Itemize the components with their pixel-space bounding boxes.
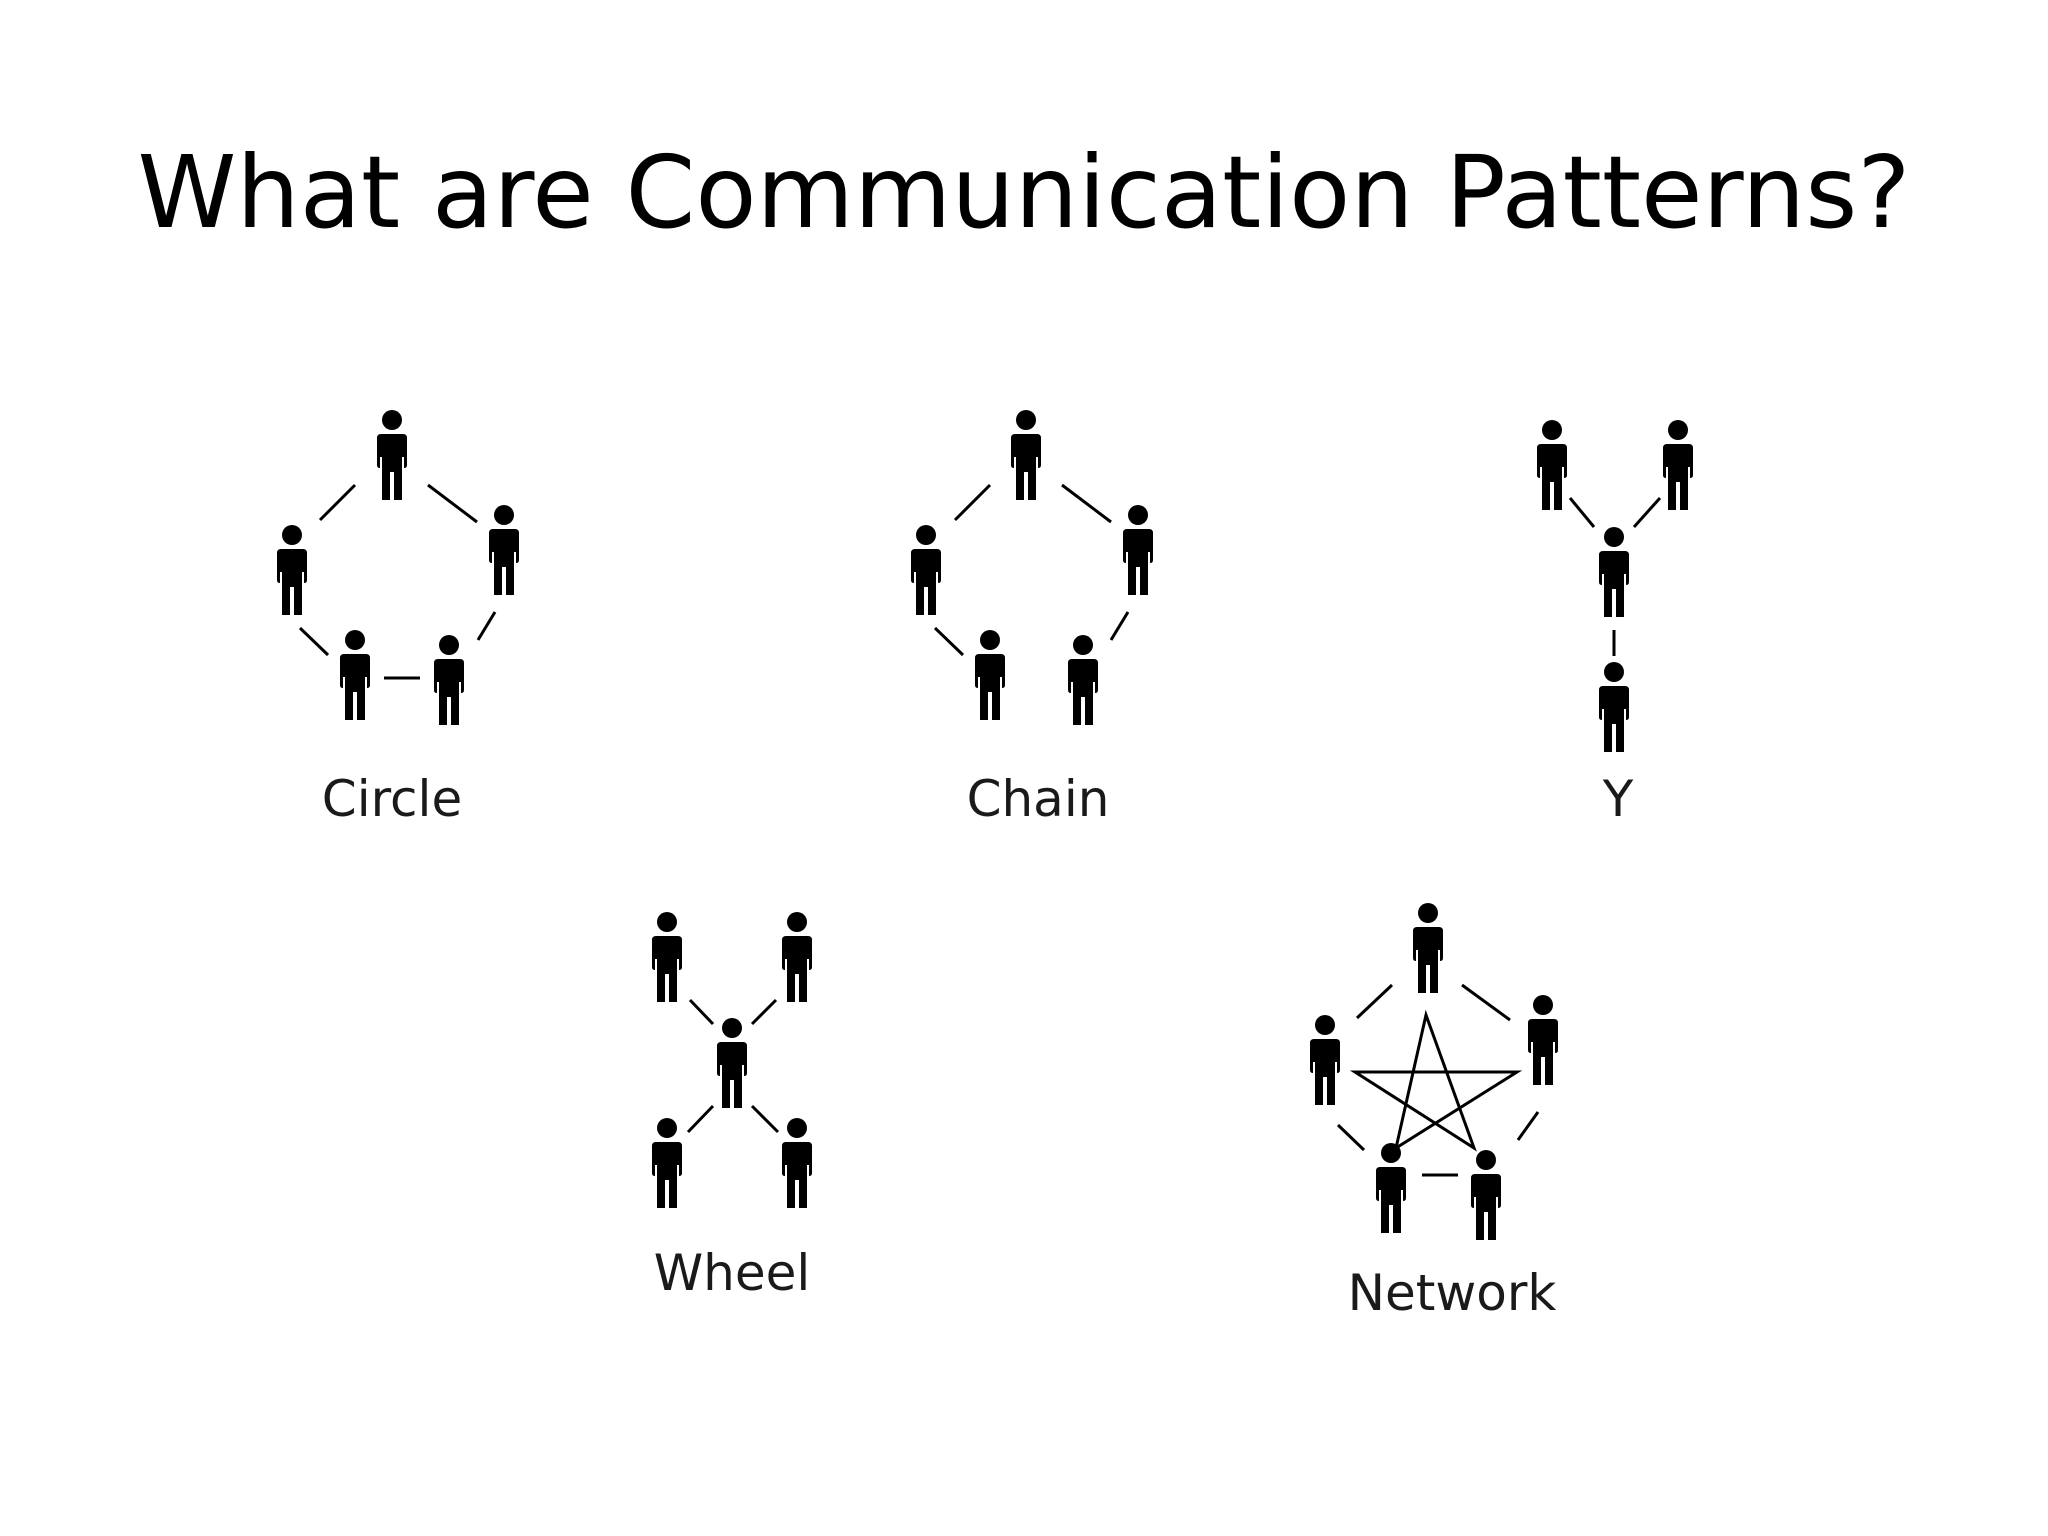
link-line	[953, 483, 992, 522]
link-line	[933, 626, 965, 657]
person-icon	[277, 525, 307, 615]
link-line	[298, 626, 330, 657]
link-line	[1568, 497, 1596, 528]
link-line	[686, 1104, 715, 1134]
person-icon	[782, 1118, 812, 1208]
person-icon	[340, 630, 370, 720]
pattern-chain: Chain	[911, 410, 1153, 828]
network-star	[1349, 1009, 1523, 1152]
person-icon	[1413, 903, 1443, 993]
person-icon	[1310, 1015, 1340, 1105]
person-icon	[1068, 635, 1098, 725]
link-line	[1109, 611, 1130, 641]
person-icon	[652, 1118, 682, 1208]
person-icon	[489, 505, 519, 595]
link-line	[1461, 983, 1511, 1022]
person-icon	[911, 525, 941, 615]
link-line	[688, 998, 715, 1026]
person-icon	[434, 635, 464, 725]
slide-title: What are Communication Patterns?	[137, 134, 1911, 251]
person-icon	[1599, 662, 1629, 752]
pattern-wheel: Wheel	[652, 912, 812, 1302]
link-line	[750, 998, 778, 1026]
person-icon	[782, 912, 812, 1002]
person-icon	[1537, 420, 1567, 510]
link-line	[318, 483, 357, 522]
pattern-circle: Circle	[277, 410, 519, 828]
pattern-label-y: Y	[1602, 770, 1634, 828]
link-line	[1336, 1123, 1366, 1152]
person-icon	[377, 410, 407, 500]
person-icon	[1123, 505, 1153, 595]
pattern-label-circle: Circle	[322, 770, 462, 828]
person-icon	[1599, 527, 1629, 617]
person-icon	[717, 1018, 747, 1108]
pattern-y: Y	[1537, 420, 1693, 828]
pattern-label-chain: Chain	[967, 770, 1110, 828]
person-icon	[1471, 1150, 1501, 1240]
pattern-network: Network	[1310, 903, 1558, 1322]
person-icon	[652, 912, 682, 1002]
link-line	[1632, 496, 1662, 529]
link-line	[750, 1104, 780, 1134]
person-icon	[1663, 420, 1693, 510]
link-line	[1355, 983, 1394, 1020]
link-line	[1516, 1111, 1540, 1141]
link-line	[427, 483, 478, 524]
link-line	[1061, 483, 1112, 524]
link-line	[476, 611, 497, 641]
person-icon	[1011, 410, 1041, 500]
pattern-label-wheel: Wheel	[654, 1244, 811, 1302]
person-icon	[1376, 1143, 1406, 1233]
person-icon	[975, 630, 1005, 720]
pattern-label-network: Network	[1348, 1264, 1557, 1322]
person-icon	[1528, 995, 1558, 1085]
